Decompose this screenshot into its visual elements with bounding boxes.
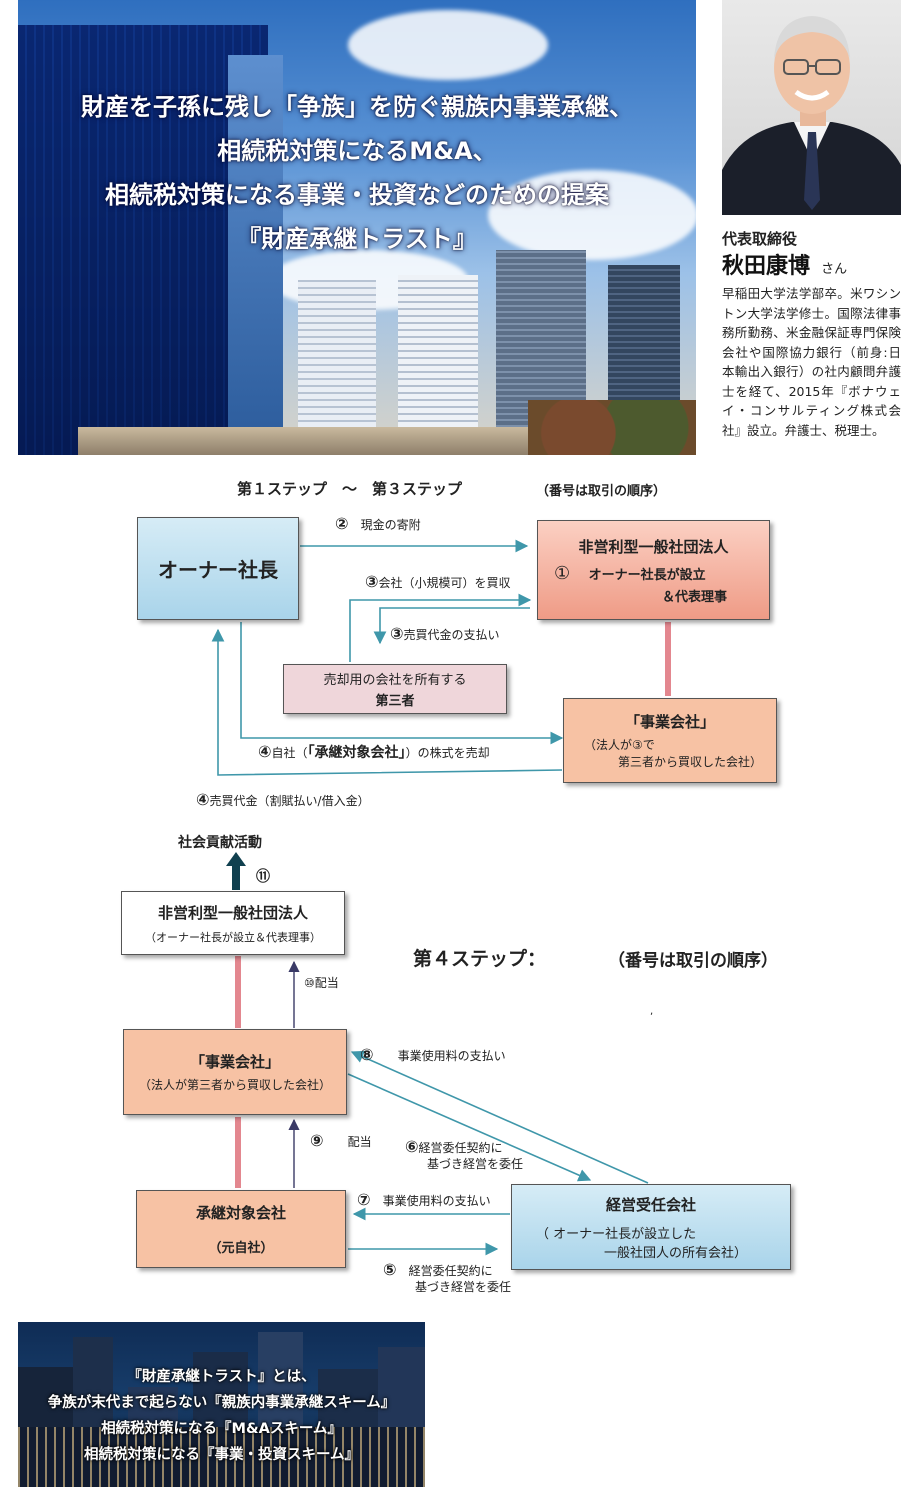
arrow-5-label: ⑤ 経営委任契約に 基づき経営を委任	[383, 1262, 511, 1295]
glass-tower	[18, 25, 268, 455]
arrow-label-text: 自社（	[271, 746, 308, 760]
third-party-title: 第三者	[375, 694, 415, 709]
step-number: ⑪	[256, 869, 270, 885]
trees	[528, 400, 696, 455]
business-company-line: 第三者から買収した会社）	[618, 755, 763, 769]
cloud	[488, 170, 696, 260]
step4-note: （番号は取引の順序）	[608, 951, 778, 971]
step-number: ④	[196, 790, 210, 809]
management-company-line: 一般社団人の所有会社）	[604, 1245, 748, 1261]
step13-heading: 第１ステップ ～ 第３ステップ	[237, 480, 463, 498]
business-company-title: 「事業会社」	[624, 713, 715, 731]
business-company-title: 「事業会社」	[189, 1053, 280, 1071]
business-company-box-step4: 「事業会社」 （法人が第三者から買収した会社）	[123, 1029, 347, 1115]
owner-box: オーナー社長	[137, 517, 299, 620]
hero-banner: 財産を子孫に残し「争族」を防ぐ親族内事業承継、 相続税対策になるM&A、 相続税…	[18, 0, 696, 455]
arrow-8-label: ⑧ 事業使用料の支払い	[360, 1045, 506, 1064]
hero-title: 財産を子孫に残し「争族」を防ぐ親族内事業承継、 相続税対策になるM&A、 相続税…	[18, 85, 696, 261]
arrow-label-text: 会社（小規模可）を買収	[378, 576, 511, 590]
arrow-label-text: 基づき経営を委任	[427, 1157, 524, 1171]
banner-line: 争族が末代まで起らない『親族内事業承継スキーム』	[47, 1395, 396, 1411]
tower	[298, 280, 376, 455]
association-title: 非営利型一般社団法人	[578, 537, 729, 556]
stray-mark: ,	[650, 1006, 654, 1017]
association-line: ＆代表理事	[662, 589, 728, 605]
arrow-label-emphasis: 「承継対象会社」	[307, 745, 406, 761]
hero-title-line: 相続税対策になる事業・投資などのための提案	[105, 181, 609, 209]
city-lights	[18, 1427, 425, 1487]
social-activity-label: 社会貢献活動	[178, 835, 262, 851]
step4-heading: 第４ステップ：	[413, 948, 547, 970]
arrow-label-text: 現金の寄附	[360, 518, 421, 532]
arrow-label-text: 事業使用料の支払い	[382, 1194, 491, 1208]
association-line: オーナー社長が設立	[588, 567, 706, 583]
arrow-3a-label: ③会社（小規模可）を買収	[365, 572, 511, 591]
step-number: ⑥	[405, 1137, 419, 1156]
association-box-step4: 非営利型一般社団法人 （オーナー社長が設立＆代表理事）	[121, 891, 345, 955]
profile-name: 秋田康博	[722, 253, 811, 279]
association-title: 非営利型一般社団法人	[157, 903, 308, 922]
portrait-photo	[722, 0, 901, 215]
business-company-subtitle: （法人が第三者から買収した会社）	[138, 1078, 331, 1092]
arrow-label-text: 事業使用料の支払い	[397, 1049, 506, 1063]
profile-name-row: 秋田康博 さん	[722, 248, 847, 280]
night-city-banner: 『財産承継トラスト』とは、 争族が末代まで起らない『親族内事業承継スキーム』 相…	[18, 1322, 425, 1487]
arrow-3b-label: ③売買代金の支払い	[390, 624, 500, 643]
portrait-illustration	[722, 16, 901, 215]
profile-honorific: さん	[821, 262, 848, 277]
arrow-7-label: ⑦ 事業使用料の支払い	[357, 1190, 491, 1209]
step-number: ⑦	[357, 1190, 371, 1209]
step-number: ③	[390, 624, 404, 643]
step-number: ②	[335, 514, 349, 533]
target-company-box: 承継対象会社 （元自社）	[136, 1190, 346, 1268]
association-subtitle: （オーナー社長が設立＆代表理事）	[145, 930, 321, 944]
step-number: ⑤	[383, 1260, 397, 1279]
arrow-label-text: 経営委任契約に	[418, 1141, 503, 1155]
business-company-box: 「事業会社」 （法人が③で 第三者から買収した会社）	[563, 698, 777, 783]
arrow-6-label: ⑥経営委任契約に 基づき経営を委任	[405, 1139, 523, 1172]
step-number: ⑧	[360, 1045, 374, 1064]
banner-line: 『財産承継トラスト』とは、	[127, 1369, 316, 1385]
arrow-4b-label: ④売買代金（割賦払い/借入金）	[196, 790, 370, 809]
arrow-label-text: 売買代金の支払い	[403, 628, 500, 642]
step13-note: （番号は取引の順序）	[536, 484, 667, 499]
arrow-label-text: 売買代金（割賦払い/借入金）	[209, 794, 370, 808]
arrow-2-label: ② 現金の寄附	[335, 514, 421, 533]
hero-title-line: 財産を子孫に残し「争族」を防ぐ親族内事業承継、	[81, 93, 633, 121]
arrow-label-text: 基づき経営を委任	[415, 1280, 512, 1294]
hero-title-line: 相続税対策になるM&A、	[217, 137, 497, 165]
glass-tower-side	[228, 55, 283, 455]
target-company-title: 承継対象会社	[195, 1204, 286, 1222]
step-number: ⑨	[310, 1131, 324, 1150]
arrow-11-head	[226, 852, 246, 866]
business-company-line: （法人が③で	[584, 738, 655, 752]
management-company-title: 経営受任会社	[605, 1195, 696, 1214]
step-number: ④	[258, 742, 272, 761]
third-party-line: 売却用の会社を所有する	[323, 673, 467, 688]
arrow-label-text: 経営委任契約に	[408, 1264, 493, 1278]
profile-role: 代表取締役	[722, 230, 798, 248]
arrow-10-label: ⑩配当	[304, 976, 339, 990]
management-company-box: 経営受任会社 （ オーナー社長が設立した 一般社団人の所有会社）	[511, 1184, 791, 1270]
cloud	[348, 10, 548, 80]
association-box: 非営利型一般社団法人 ① オーナー社長が設立 ＆代表理事	[537, 520, 770, 620]
management-company-line: （ オーナー社長が設立した	[536, 1226, 697, 1242]
tower	[398, 275, 478, 455]
arrow-4a-label: ④自社（「承継対象会社」）の株式を売却	[258, 742, 490, 762]
arrow-label-text: ）の株式を売却	[405, 746, 490, 760]
banner-line: 相続税対策になる『M&Aスキーム』	[101, 1421, 342, 1437]
third-party-box: 売却用の会社を所有する 第三者	[283, 664, 507, 714]
step-number: ①	[554, 562, 571, 584]
arrow-label-text: 配当	[347, 1135, 372, 1149]
banner-line: 相続税対策になる『事業・投資スキーム』	[83, 1447, 360, 1463]
step-number: ③	[365, 572, 379, 591]
hero-title-line: 『財産承継トラスト』	[237, 225, 477, 253]
profile-bio: 早稲田大学法学部卒。米ワシントン大学法学修士。国際法律事務所勤務、米金融保証専門…	[722, 286, 901, 438]
banner-text: 『財産承継トラスト』とは、 争族が末代まで起らない『親族内事業承継スキーム』 相…	[18, 1364, 425, 1468]
owner-label: オーナー社長	[158, 558, 278, 582]
target-company-subtitle: （元自社）	[208, 1241, 274, 1256]
arrow-9-label: ⑨ 配当	[310, 1131, 372, 1150]
